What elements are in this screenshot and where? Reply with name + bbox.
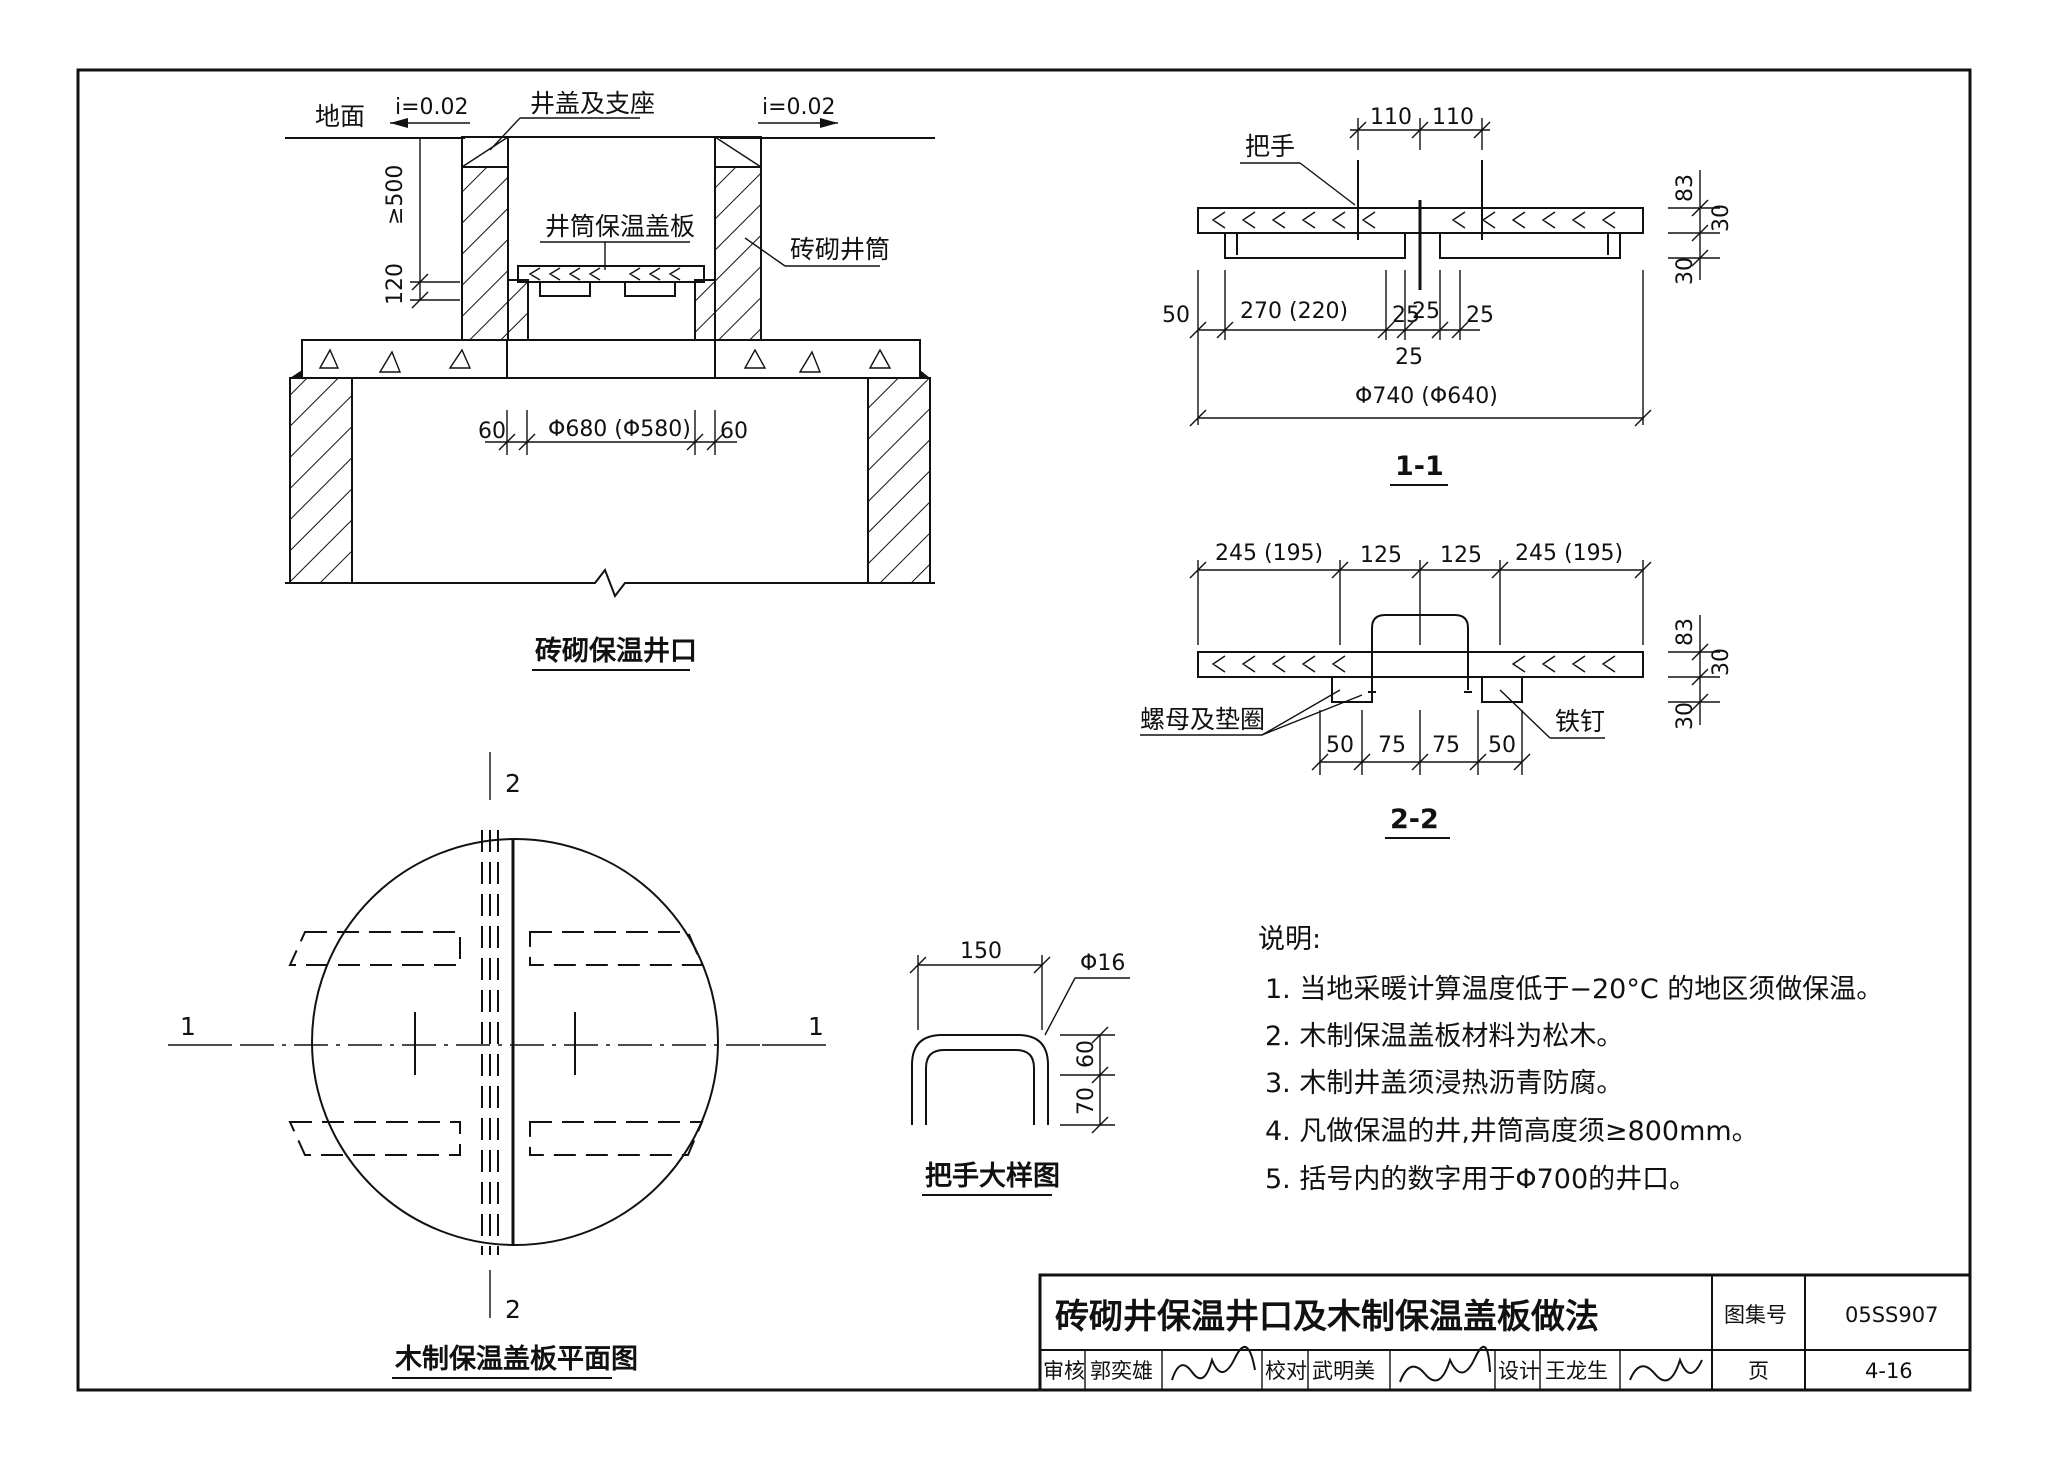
s22-dim-83: 83: [1673, 618, 1698, 646]
plan-mark-2-bottom: 2: [505, 1295, 521, 1324]
handle-dim-70: 70: [1074, 1087, 1099, 1115]
handle-detail: 150 Φ16 60 70 把手大样图: [909, 939, 1130, 1196]
s22-dim-75b: 75: [1432, 733, 1460, 758]
s11-dim-110b: 110: [1432, 105, 1474, 130]
atlas-no: 05SS907: [1845, 1303, 1938, 1327]
s11-dim-740: Φ740 (Φ640): [1355, 384, 1498, 409]
design-label: 设计: [1498, 1359, 1540, 1383]
dim-phi680: Φ680 (Φ580): [548, 417, 691, 442]
note-item-4: 4. 凡做保温的井,井筒高度须≥800mm。: [1265, 1116, 1759, 1147]
designer-signature: [1629, 1356, 1703, 1382]
brick-shaft-label: 砖砌井筒: [790, 235, 890, 264]
s22-dim-75a: 75: [1378, 733, 1406, 758]
title-block-title: 砖砌井保温井口及木制保温盖板做法: [1055, 1297, 1599, 1337]
s11-dim-25a: 25: [1392, 303, 1420, 328]
slope-right-label: i=0.02: [762, 95, 836, 120]
checker-signature: [1399, 1345, 1491, 1383]
page-label: 页: [1748, 1359, 1769, 1383]
reviewer-name: 郭奕雄: [1090, 1359, 1153, 1383]
checker-name: 武明美: [1312, 1359, 1375, 1383]
well-section: 地面 i=0.02 i=0.02 井盖及支座 井筒保温盖板 砖: [285, 89, 935, 671]
section-2-2-title: 2-2: [1390, 804, 1439, 835]
page-no: 4-16: [1865, 1359, 1913, 1383]
handle-detail-title: 把手大样图: [925, 1160, 1060, 1192]
s22-dim-50a: 50: [1326, 733, 1354, 758]
s22-dim-245a: 245 (195): [1215, 541, 1323, 566]
s22-dim-125b: 125: [1440, 543, 1482, 568]
plan-title: 木制保温盖板平面图: [394, 1344, 638, 1375]
section-1-1: 110 110 把手 83 30 30 50 270 (220) 25 25: [1162, 105, 1734, 486]
handle-dim-150: 150: [960, 939, 1002, 964]
slope-left-label: i=0.02: [395, 95, 469, 120]
dim-60-right: 60: [720, 419, 748, 444]
s22-nail-label: 铁钉: [1555, 707, 1605, 736]
reviewer-signature: [1171, 1346, 1256, 1381]
s11-dim-110a: 110: [1370, 105, 1412, 130]
s11-dim-25b: 25: [1412, 299, 1440, 324]
insul-cover-label: 井筒保温盖板: [545, 212, 695, 241]
designer-name: 王龙生: [1545, 1359, 1608, 1383]
atlas-label: 图集号: [1724, 1303, 1787, 1327]
well-section-title: 砖砌保温井口: [535, 636, 697, 667]
s11-dim-30b: 30: [1673, 257, 1698, 285]
s22-dim-50b: 50: [1488, 733, 1516, 758]
s11-dim-25c: 25: [1466, 303, 1494, 328]
dim-500: ≥500: [383, 165, 408, 225]
s11-handle-label: 把手: [1245, 132, 1295, 161]
review-label: 审核: [1043, 1359, 1085, 1383]
s22-dim-125a: 125: [1360, 543, 1402, 568]
handle-dim-60: 60: [1074, 1040, 1099, 1068]
s11-dim-270: 270 (220): [1240, 299, 1348, 324]
dim-60-left: 60: [478, 419, 506, 444]
s11-dim-50: 50: [1162, 303, 1190, 328]
cover-plan: 2 2 1 1 木制保温盖板平面图: [168, 752, 826, 1379]
s22-dim-30b: 30: [1673, 702, 1698, 730]
plan-mark-1-left: 1: [180, 1012, 196, 1041]
note-item-5: 5. 括号内的数字用于Φ700的井口。: [1265, 1164, 1696, 1195]
section-1-1-title: 1-1: [1395, 451, 1444, 482]
dim-120: 120: [383, 263, 408, 305]
ground-label: 地面: [315, 102, 365, 131]
s11-dim-30a: 30: [1709, 204, 1734, 232]
note-item-1: 1. 当地采暖计算温度低于−20°C 的地区须做保温。: [1265, 974, 1883, 1005]
s11-dim-83: 83: [1673, 174, 1698, 202]
s22-nut-label: 螺母及垫圈: [1140, 705, 1265, 734]
check-label: 校对: [1265, 1359, 1307, 1383]
s22-dim-245b: 245 (195): [1515, 541, 1623, 566]
plan-mark-1-right: 1: [808, 1012, 824, 1041]
notes-heading: 说明:: [1258, 924, 1321, 955]
notes-block: 说明: 1. 当地采暖计算温度低于−20°C 的地区须做保温。 2. 木制保温盖…: [1258, 924, 1883, 1195]
s11-dim-25d: 25: [1395, 345, 1423, 370]
title-block: 砖砌井保温井口及木制保温盖板做法 图集号 05SS907 审核 郭奕雄 校对 武…: [1038, 1273, 1972, 1392]
sheet-border: [76, 68, 1972, 1392]
note-item-3: 3. 木制井盖须浸热沥青防腐。: [1265, 1068, 1623, 1099]
plan-mark-2-top: 2: [505, 769, 521, 798]
handle-dim-phi16: Φ16: [1080, 951, 1125, 976]
section-2-2: 245 (195) 125 125 245 (195) 83 30 30 螺母及…: [1140, 541, 1734, 839]
cover-seat-label: 井盖及支座: [530, 89, 655, 118]
s22-dim-30a: 30: [1709, 648, 1734, 676]
note-item-2: 2. 木制保温盖板材料为松木。: [1265, 1021, 1623, 1052]
